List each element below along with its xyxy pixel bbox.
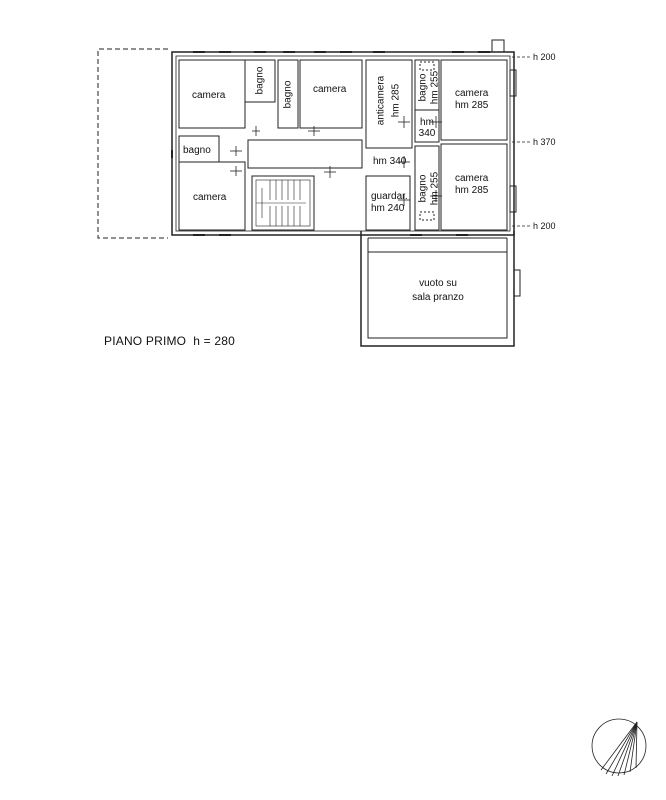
label-camera-top-right-h: hm 285: [455, 100, 489, 111]
label-vuoto-line2: sala pranzo: [412, 292, 464, 303]
label-bagno-lower-narrow: bagno: [417, 174, 429, 203]
label-bagno-left: bagno: [183, 145, 211, 156]
label-camera-top-mid: camera: [313, 84, 347, 95]
label-camera-lower-left: camera: [193, 192, 227, 203]
room-camera-top-mid: [299, 59, 363, 129]
label-bagno-small-top: bagno: [254, 66, 266, 95]
vuoto-void: [367, 251, 508, 339]
room-camera-top-right: [440, 59, 508, 141]
label-anticamera: anticamera: [375, 75, 387, 126]
staircase: [251, 175, 315, 231]
level-label-top: h 200: [533, 52, 556, 62]
label-camera-lower-right-h: hm 285: [455, 185, 489, 196]
label-anticamera-h: hm 285: [390, 83, 402, 118]
label-hm340-small: hm 340: [418, 117, 436, 139]
room-camera-lower-right: [440, 143, 508, 231]
label-bagno-narrow: bagno: [417, 73, 429, 102]
label-camera-top-right: camera: [455, 88, 489, 99]
label-bagno-lower-narrow-h: hm 255: [429, 171, 441, 206]
room-corridor: [247, 139, 363, 169]
room-bagno-lower-narrow: [414, 145, 440, 231]
label-vuoto-line1: vuoto su: [419, 278, 457, 289]
north-arrow-icon: [591, 718, 647, 777]
outer-wall-inner: [175, 55, 511, 232]
room-camera-lower-left: [178, 161, 246, 231]
label-guardaroba-h: hm 240: [371, 203, 405, 214]
room-bagno-small-top: [244, 59, 276, 103]
label-guardaroba: guardar.: [371, 191, 408, 202]
floor-title: PIANO PRIMO h = 280: [104, 334, 236, 348]
room-hm340-small: [414, 109, 440, 143]
label-corridor-h: hm 340: [373, 156, 407, 167]
level-label-low: h 200: [533, 221, 556, 231]
label-camera-lower-right: camera: [455, 173, 489, 184]
label-bagno-narrow-h: hm 255: [429, 70, 441, 105]
room-bagno-tall: [277, 59, 299, 129]
room-anticamera: [365, 59, 413, 149]
label-bagno-tall: bagno: [282, 80, 294, 109]
room-guardaroba: [365, 175, 411, 231]
level-label-mid: h 370: [533, 137, 556, 147]
label-camera-top-left: camera: [192, 90, 226, 101]
terrace-outline: [97, 48, 168, 239]
